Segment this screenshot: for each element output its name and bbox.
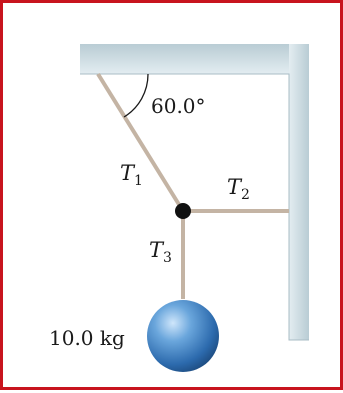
hanging-mass-ball [147, 300, 219, 372]
angle-label: 60.0° [151, 94, 206, 118]
tension-label-t2: T2 [227, 175, 250, 203]
tension-label-t1: T1 [120, 161, 143, 189]
wall-edge [80, 73, 309, 341]
angle-arc [123, 73, 149, 118]
mass-label: 10.0 kg [49, 326, 125, 350]
knot [175, 203, 191, 219]
equilibrium-diagram: 60.0° T1 T2 T3 10.0 kg [49, 44, 309, 372]
support-structure [80, 44, 309, 341]
rope-t1 [96, 72, 185, 213]
ceiling [80, 44, 309, 74]
wall [289, 44, 309, 340]
tension-label-t3: T3 [149, 238, 172, 266]
ropes [96, 72, 289, 299]
